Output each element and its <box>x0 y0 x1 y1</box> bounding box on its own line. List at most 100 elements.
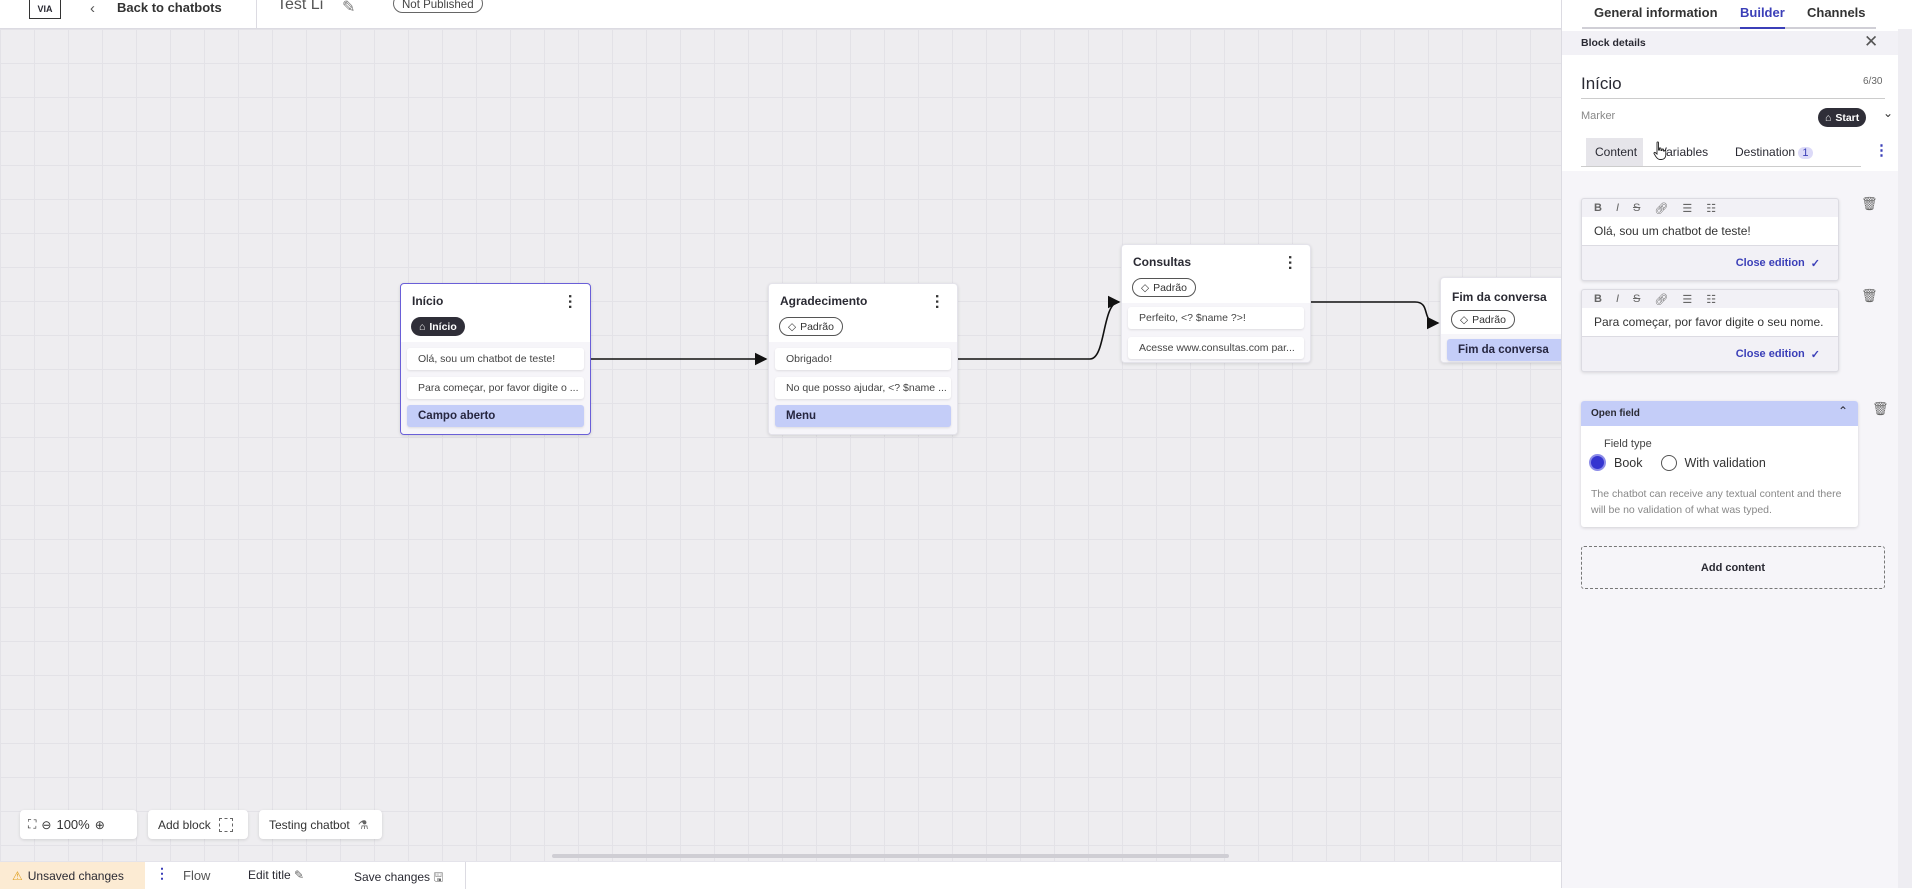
content-item[interactable]: No que posso ajudar, <? $name ... <box>775 377 951 399</box>
back-to-chatbots-link[interactable]: Back to chatbots <box>117 0 222 15</box>
open-field-title: Open field <box>1591 408 1640 419</box>
chevron-up-icon[interactable]: ⌃ <box>1837 404 1848 418</box>
field-type-label: Field type <box>1604 438 1652 450</box>
block-details-panel: General information Builder Channels Blo… <box>1561 0 1912 888</box>
save-changes-label: Save changes <box>354 870 431 884</box>
block-node-consultas[interactable]: Consultas ··· ◇Padrão Perfeito, <? $name… <box>1121 244 1311 363</box>
field-item[interactable]: Campo aberto <box>407 405 584 427</box>
kebab-icon[interactable]: ⋮ <box>155 865 169 881</box>
trash-icon[interactable]: 🗑︎ <box>1861 288 1878 303</box>
editor-text[interactable]: Olá, sou um chatbot de teste! <box>1582 217 1838 246</box>
flow-label: Flow <box>183 868 211 883</box>
panel-title: Block details <box>1581 37 1646 49</box>
block-title: Início <box>412 294 444 308</box>
block-title: Fim da conversa <box>1452 290 1547 304</box>
bullet-list-icon[interactable]: ☰ <box>1682 202 1693 215</box>
divider <box>1581 98 1885 99</box>
zoom-in-icon[interactable]: ⊕ <box>94 817 105 832</box>
block-node-fim-da-conversa[interactable]: Fim da conversa ◇Padrão Fim da conversa <box>1440 277 1561 363</box>
horizontal-scrollbar[interactable] <box>552 854 1229 858</box>
tab-general-information[interactable]: General information <box>1594 5 1718 20</box>
add-content-button[interactable]: Add content <box>1581 546 1885 589</box>
edit-title-button[interactable]: Edit title ✎ <box>248 868 304 882</box>
marker-label: Início <box>429 320 457 333</box>
flow-canvas[interactable]: Início ··· ⌂Início Olá, sou um chatbot d… <box>0 29 1561 861</box>
strikethrough-icon[interactable]: S <box>1633 202 1641 214</box>
destination-count-badge: 1 <box>1798 147 1813 159</box>
subtab-variables[interactable]: Variables <box>1659 145 1709 159</box>
subtab-destination[interactable]: Destination 1 <box>1735 145 1813 159</box>
kebab-icon[interactable]: ··· <box>928 294 945 310</box>
trash-icon[interactable]: 🗑︎ <box>1861 196 1878 211</box>
add-block-icon <box>218 817 233 832</box>
tab-builder[interactable]: Builder <box>1740 5 1785 29</box>
check-icon: ✓ <box>1810 257 1820 270</box>
status-badge: Not Published <box>393 0 483 13</box>
block-name-input[interactable]: Início <box>1581 74 1622 93</box>
content-item[interactable]: Olá, sou um chatbot de teste! <box>407 348 584 370</box>
bullet-list-icon[interactable]: ☰ <box>1682 293 1693 306</box>
marker-label: Padrão <box>800 320 834 333</box>
content-item[interactable]: Para começar, por favor digite o ... <box>407 377 584 399</box>
field-type-description: The chatbot can receive any textual cont… <box>1591 488 1842 516</box>
kebab-icon[interactable]: ⋮ <box>1874 142 1889 159</box>
block-node-agradecimento[interactable]: Agradecimento ··· ◇Padrão Obrigado! No q… <box>768 283 958 435</box>
bold-icon[interactable]: B <box>1594 202 1602 214</box>
field-item[interactable]: Fim da conversa <box>1447 339 1561 361</box>
field-item[interactable]: Menu <box>775 405 951 427</box>
chevron-left-icon[interactable]: ‹ <box>90 0 95 17</box>
edge <box>1311 301 1440 330</box>
link-icon[interactable]: 🔗︎ <box>1654 202 1669 215</box>
editor-toolbar: B I S 🔗︎ ☰ ☷ <box>1582 290 1838 308</box>
field-type-radio-group: Book With validation <box>1589 454 1766 471</box>
trash-icon[interactable]: 🗑︎ <box>1872 401 1889 416</box>
check-icon: ✓ <box>1810 348 1820 361</box>
subtab-content[interactable]: Content <box>1586 138 1643 166</box>
save-changes-button[interactable]: Save changes 🖫 <box>354 868 444 889</box>
radio-with-validation[interactable] <box>1660 454 1677 471</box>
content-item[interactable]: Perfeito, <? $name ?>! <box>1128 307 1304 329</box>
close-edition-label: Close edition <box>1735 257 1805 269</box>
open-field-header[interactable]: Open field ⌃ <box>1581 401 1858 426</box>
pencil-icon[interactable]: ✎ <box>342 0 356 16</box>
marker-select[interactable]: ⌂Start <box>1818 108 1867 127</box>
kebab-icon[interactable]: ··· <box>561 294 578 310</box>
add-block-button[interactable]: Add block <box>148 810 248 839</box>
zoom-out-icon[interactable]: ⊖ <box>41 817 52 832</box>
kebab-icon[interactable]: ··· <box>1281 255 1298 271</box>
testing-chatbot-button[interactable]: Testing chatbot ⚗ <box>259 810 382 839</box>
bold-icon[interactable]: B <box>1594 293 1602 305</box>
close-edition-button[interactable]: Close edition ✓ <box>1582 246 1838 280</box>
pencil-icon: ✎ <box>294 868 305 882</box>
top-bar: VIA ‹ Back to chatbots Test Li ✎ Not Pub… <box>0 0 1561 29</box>
italic-icon[interactable]: I <box>1615 202 1620 214</box>
radio-book[interactable] <box>1589 454 1606 471</box>
numbered-list-icon[interactable]: ☷ <box>1706 293 1717 306</box>
text-editor[interactable]: B I S 🔗︎ ☰ ☷ Para começar, por favor digite o… <box>1581 289 1839 372</box>
strikethrough-icon[interactable]: S <box>1633 293 1641 305</box>
tab-channels[interactable]: Channels <box>1807 5 1866 20</box>
divider <box>256 0 257 29</box>
text-editor[interactable]: B I S 🔗︎ ☰ ☷ Olá, sou um chatbot de teste! Cl… <box>1581 198 1839 281</box>
italic-icon[interactable]: I <box>1615 293 1620 305</box>
unsaved-changes-indicator: ⚠Unsaved changes <box>0 862 145 889</box>
char-count: 6/30 <box>1863 76 1883 87</box>
numbered-list-icon[interactable]: ☷ <box>1706 202 1717 215</box>
content-item[interactable]: Obrigado! <box>775 348 951 370</box>
home-icon: ⌂ <box>419 320 426 333</box>
divider <box>465 862 466 889</box>
block-node-inicio[interactable]: Início ··· ⌂Início Olá, sou um chatbot d… <box>400 283 591 435</box>
close-edition-button[interactable]: Close edition✓ <box>1582 337 1838 371</box>
fit-screen-icon[interactable]: ⛶ <box>28 817 37 831</box>
open-field-card: Open field ⌃ Field type Book With valida… <box>1581 401 1858 527</box>
home-icon: ⌂ <box>1825 111 1832 124</box>
content-item[interactable]: Acesse www.consultas.com par... <box>1128 337 1304 359</box>
close-icon[interactable]: ✕ <box>1864 32 1879 51</box>
chevron-down-icon[interactable]: ⌄ <box>1883 106 1894 120</box>
radio-book-label[interactable]: Book <box>1614 455 1643 470</box>
panel-scrollbar[interactable] <box>1898 29 1912 888</box>
editor-text[interactable]: Para começar, por favor digite o seu nom… <box>1582 308 1838 337</box>
radio-with-validation-label[interactable]: With validation <box>1684 455 1766 470</box>
link-icon[interactable]: 🔗︎ <box>1654 293 1669 306</box>
zoom-controls: ⛶ ⊖ 100% ⊕ <box>20 810 137 839</box>
